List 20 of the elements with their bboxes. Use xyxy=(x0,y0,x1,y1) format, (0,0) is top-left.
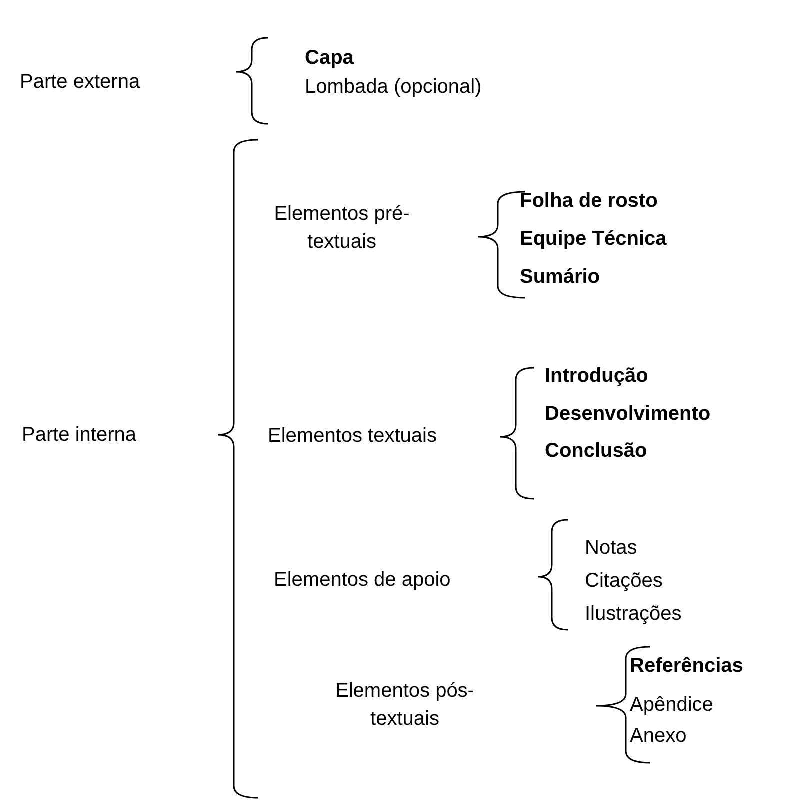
text-label: Folha de rosto xyxy=(520,189,658,214)
text-label: Equipe Técnica xyxy=(520,227,667,252)
text-label: Sumário xyxy=(520,265,600,290)
text-label: Introdução xyxy=(545,364,648,389)
text-label: Elementos textuais xyxy=(268,424,437,449)
text-label: Anexo xyxy=(630,724,687,749)
text-label: Conclusão xyxy=(545,439,648,464)
text-label: Ilustrações xyxy=(585,602,682,627)
text-label: Lombada (opcional) xyxy=(305,75,482,100)
text-label: Elementos de apoio xyxy=(274,568,451,593)
text-label: Parte interna xyxy=(22,423,137,448)
text-label: Capa xyxy=(305,46,354,71)
text-label: Desenvolvimento xyxy=(545,402,711,427)
text-label: Citações xyxy=(585,569,663,594)
text-label: Apêndice xyxy=(630,693,714,718)
text-label: Referências xyxy=(630,654,744,679)
text-label: Notas xyxy=(585,536,638,561)
text-label: Elementos pós-textuais xyxy=(334,679,476,732)
text-label: Parte externa xyxy=(20,70,140,95)
text-label: Elementos pré-textuais xyxy=(273,202,411,255)
